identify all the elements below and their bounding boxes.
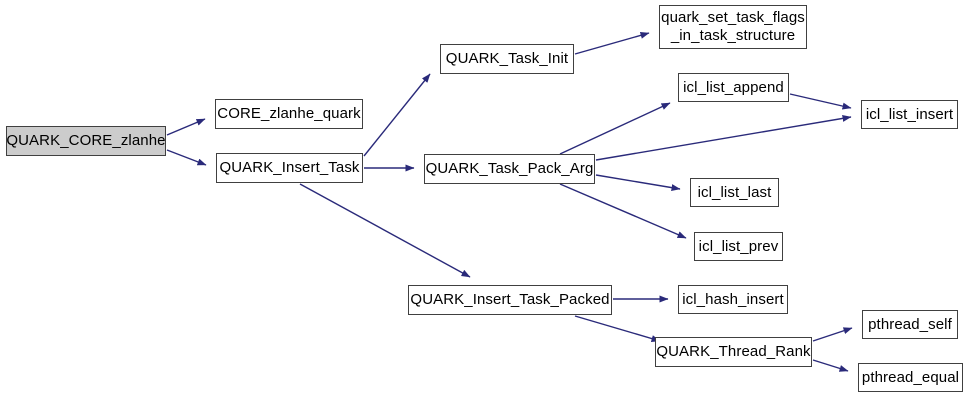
graph-node-pthread_equal[interactable]: pthread_equal bbox=[858, 363, 963, 392]
graph-edge-quark_thread_rank-to-pthread_self bbox=[812, 327, 853, 342]
graph-node-quark_core_zlanhe[interactable]: QUARK_CORE_zlanhe bbox=[6, 126, 166, 156]
graph-node-pthread_self[interactable]: pthread_self bbox=[862, 310, 958, 339]
graph-edge-quark_task_pack_arg-to-icl_list_last bbox=[595, 174, 681, 192]
graph-node-icl_list_prev[interactable]: icl_list_prev bbox=[694, 232, 783, 261]
graph-node-quark_insert_task_packed[interactable]: QUARK_Insert_Task_Packed bbox=[408, 285, 612, 315]
graph-node-label: quark_set_task_flags _in_task_structure bbox=[661, 9, 805, 44]
graph-edge-quark_task_pack_arg-to-icl_list_prev bbox=[559, 183, 687, 239]
graph-node-label: QUARK_Insert_Task bbox=[219, 159, 360, 176]
graph-node-icl_list_last[interactable]: icl_list_last bbox=[690, 178, 779, 207]
graph-node-label: QUARK_Thread_Rank bbox=[656, 343, 811, 360]
graph-edge-icl_list_append-to-icl_list_insert bbox=[789, 93, 852, 110]
graph-node-label: icl_list_last bbox=[697, 183, 772, 201]
graph-node-label: QUARK_Insert_Task_Packed bbox=[410, 291, 610, 308]
graph-node-label: pthread_equal bbox=[861, 368, 960, 386]
graph-node-label: icl_hash_insert bbox=[682, 290, 784, 308]
graph-node-icl_list_append[interactable]: icl_list_append bbox=[678, 73, 789, 102]
graph-node-quark_thread_rank[interactable]: QUARK_Thread_Rank bbox=[655, 337, 812, 367]
graph-node-label: QUARK_CORE_zlanhe bbox=[6, 132, 166, 149]
graph-edge-quark_task_init-to-quark_set_task_flags bbox=[574, 31, 650, 55]
graph-edge-quark_task_pack_arg-to-icl_list_insert bbox=[595, 114, 852, 161]
graph-node-icl_list_insert[interactable]: icl_list_insert bbox=[861, 100, 958, 129]
graph-node-label: pthread_self bbox=[868, 315, 952, 333]
graph-node-quark_insert_task[interactable]: QUARK_Insert_Task bbox=[216, 153, 363, 183]
graph-edge-quark_insert_task_packed-to-quark_thread_rank bbox=[574, 315, 661, 342]
graph-edge-quark_thread_rank-to-pthread_equal bbox=[812, 359, 849, 372]
graph-node-core_zlanhe_quark[interactable]: CORE_zlanhe_quark bbox=[215, 99, 363, 129]
graph-edge-quark_core_zlanhe-to-core_zlanhe_quark bbox=[166, 118, 206, 136]
graph-edge-quark_task_pack_arg-to-icl_list_append bbox=[559, 102, 671, 155]
graph-node-quark_task_pack_arg[interactable]: QUARK_Task_Pack_Arg bbox=[424, 154, 595, 184]
graph-node-label: icl_list_append bbox=[683, 78, 784, 96]
graph-node-label: QUARK_Task_Pack_Arg bbox=[425, 160, 594, 177]
graph-edges bbox=[166, 31, 853, 372]
graph-node-label: CORE_zlanhe_quark bbox=[217, 105, 361, 122]
graph-node-icl_hash_insert[interactable]: icl_hash_insert bbox=[678, 285, 788, 314]
graph-node-label: icl_list_prev bbox=[698, 237, 779, 255]
graph-node-label: QUARK_Task_Init bbox=[445, 50, 569, 67]
graph-node-label: icl_list_insert bbox=[865, 105, 954, 123]
graph-edge-quark_insert_task-to-quark_insert_task_packed bbox=[299, 183, 471, 278]
graph-node-quark_set_task_flags[interactable]: quark_set_task_flags _in_task_structure bbox=[659, 5, 807, 49]
graph-edge-quark_core_zlanhe-to-quark_insert_task bbox=[166, 149, 207, 166]
graph-edge-quark_insert_task-to-quark_task_init bbox=[363, 73, 431, 157]
graph-node-quark_task_init[interactable]: QUARK_Task_Init bbox=[440, 44, 574, 74]
